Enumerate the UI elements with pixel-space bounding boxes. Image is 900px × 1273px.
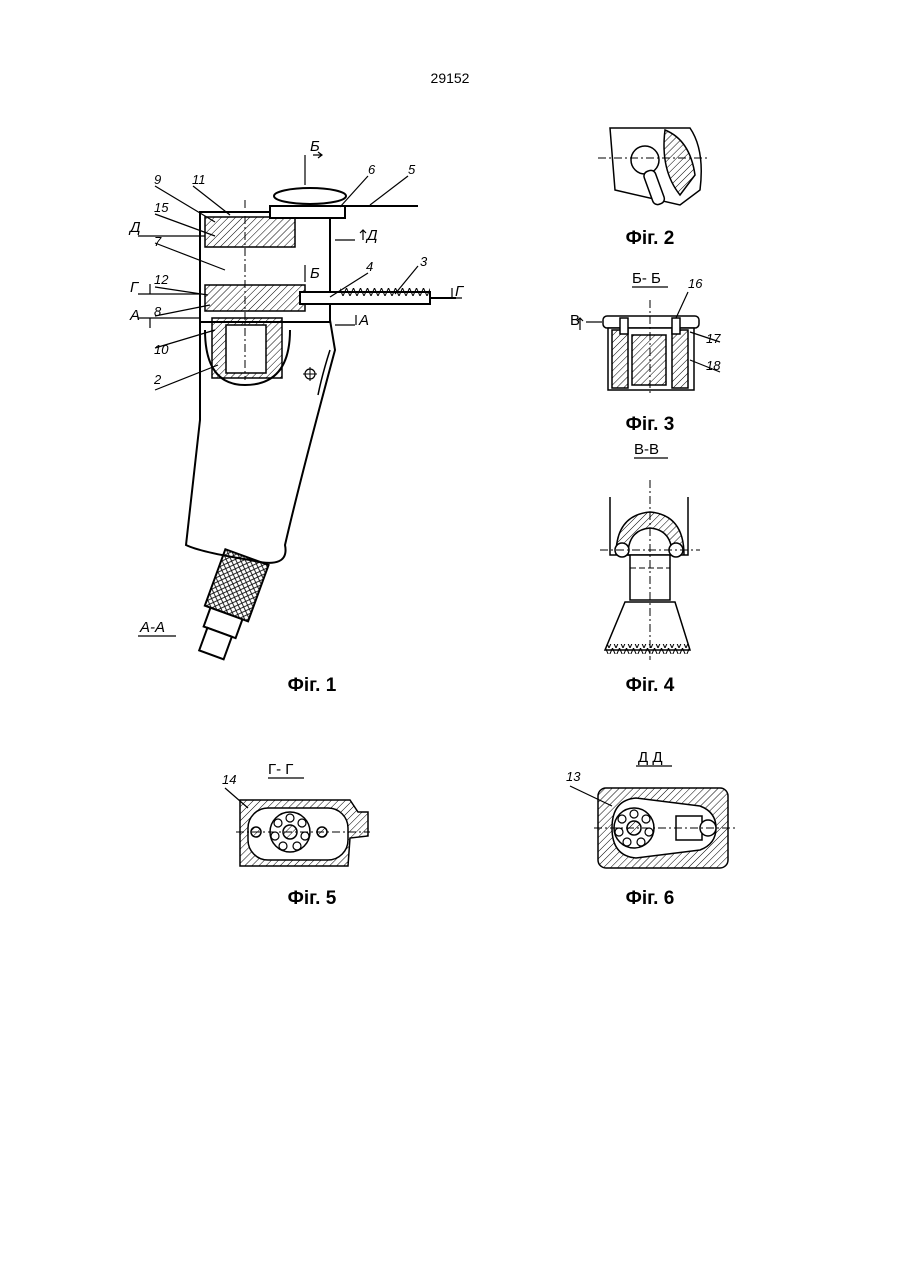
ref-numeral: 17 xyxy=(706,331,721,346)
cut-mark: Б xyxy=(310,265,320,282)
section-label: В-В xyxy=(634,441,659,458)
cut-mark: Д xyxy=(365,227,378,244)
figure-4-caption: Фіг. 4 xyxy=(580,675,720,697)
section-label: Б- Б xyxy=(632,270,661,287)
figure-4-drawing xyxy=(600,458,700,660)
section-label: Д Д xyxy=(638,749,663,766)
figure-5-caption: Фіг. 5 xyxy=(242,888,382,910)
ref-numeral: 11 xyxy=(192,172,206,187)
ref-numeral: 8 xyxy=(154,304,162,319)
cut-mark: В xyxy=(570,312,580,329)
ref-numeral: 12 xyxy=(154,272,169,287)
ref-numeral: 14 xyxy=(222,772,236,787)
section-label: А-А xyxy=(139,619,165,636)
ref-numeral: 15 xyxy=(154,200,169,215)
ref-numeral: 16 xyxy=(688,276,703,291)
ref-numeral: 9 xyxy=(154,172,161,187)
ref-numeral: 6 xyxy=(368,162,376,177)
ref-numeral: 10 xyxy=(154,342,169,357)
figure-1-drawing xyxy=(138,152,462,663)
cut-mark: А xyxy=(129,307,140,324)
ref-numeral: 7 xyxy=(154,234,162,249)
figure-3-caption: Фіг. 3 xyxy=(580,414,720,436)
cut-mark: Б xyxy=(310,138,320,155)
cut-mark: Д xyxy=(128,219,141,236)
figure-2-drawing xyxy=(598,128,708,206)
ref-numeral: 4 xyxy=(366,259,373,274)
cut-mark: Г xyxy=(455,283,465,300)
cut-mark: А xyxy=(358,312,369,329)
ref-numeral: 2 xyxy=(153,372,162,387)
figure-6-drawing xyxy=(570,766,738,868)
figure-1-caption: Фіг. 1 xyxy=(242,675,382,697)
figure-5-drawing xyxy=(225,778,370,866)
ref-numeral: 18 xyxy=(706,358,721,373)
figure-3-drawing xyxy=(577,287,720,395)
figure-6-caption: Фіг. 6 xyxy=(580,888,720,910)
ref-numeral: 5 xyxy=(408,162,416,177)
ref-numeral: 3 xyxy=(420,254,428,269)
ref-numeral: 13 xyxy=(566,769,581,784)
figure-2-caption: Фіг. 2 xyxy=(580,228,720,250)
section-label: Г- Г xyxy=(268,761,293,778)
